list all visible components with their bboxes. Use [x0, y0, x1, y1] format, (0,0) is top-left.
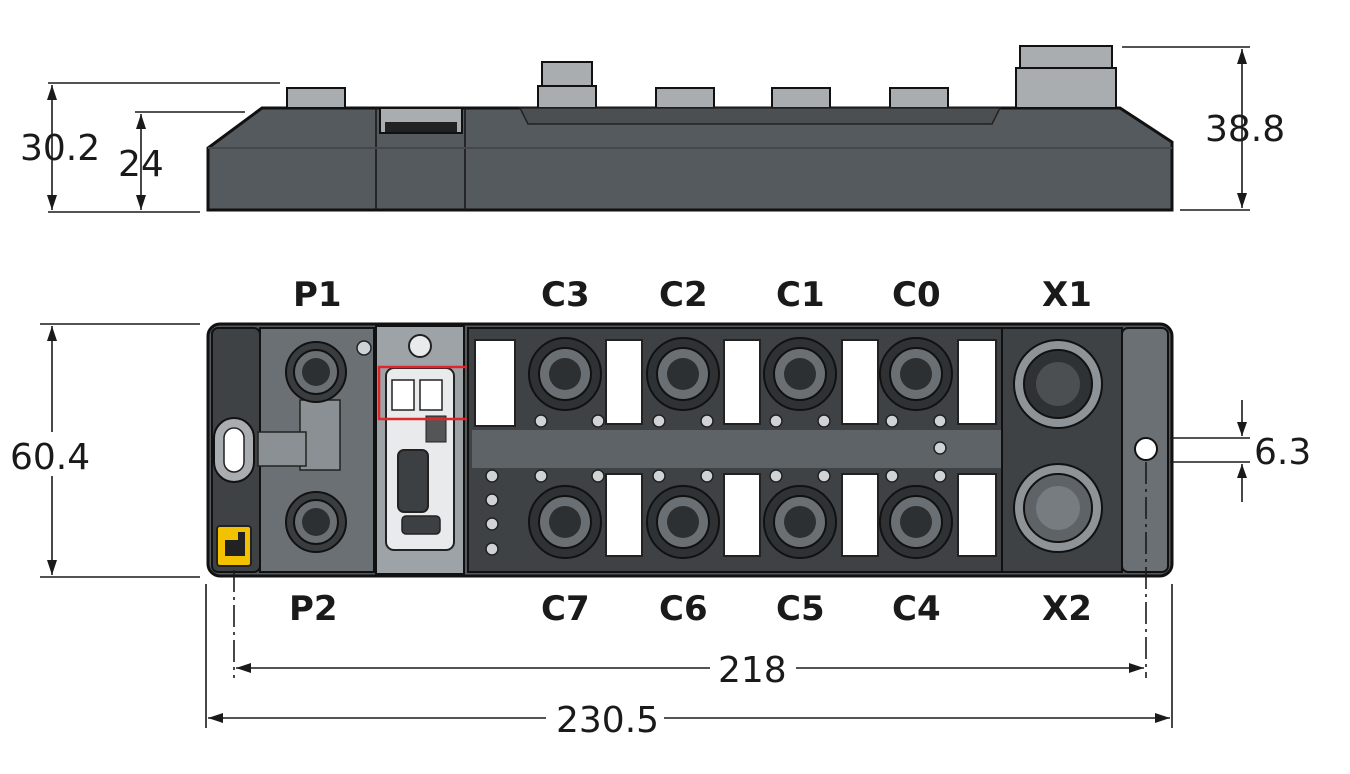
- dim-hole-spacing: 6.3: [1254, 432, 1311, 473]
- mounting-hole: [1134, 437, 1158, 461]
- port-label-c4: C4: [892, 589, 941, 629]
- dim-total-length: 230.5: [556, 700, 659, 741]
- port-label-x1: X1: [1042, 275, 1092, 315]
- dim-top-body-height: 24: [118, 144, 164, 185]
- side-view-c1-connector: [771, 87, 831, 109]
- c0-connector[interactable]: [879, 337, 953, 411]
- port-label-c7: C7: [541, 589, 590, 629]
- p2-connector[interactable]: [285, 491, 347, 553]
- c6-connector[interactable]: [646, 485, 720, 559]
- port-label-c6: C6: [659, 589, 708, 629]
- dim-mount-distance: 218: [718, 650, 787, 691]
- side-view-p1-connector: [286, 87, 346, 109]
- rotary-switch-1[interactable]: [391, 379, 415, 411]
- c4-connector[interactable]: [879, 485, 953, 559]
- c5-connector[interactable]: [763, 485, 837, 559]
- port-label-x2: X2: [1042, 589, 1092, 629]
- side-view-c3-connector: [541, 61, 593, 87]
- side-view: 30.2 24 38.8: [20, 45, 1285, 213]
- port-label-p2: P2: [289, 589, 338, 629]
- port-label-c0: C0: [892, 275, 941, 315]
- port-label-c2: C2: [659, 275, 708, 315]
- status-leds: [485, 414, 947, 556]
- c2-connector[interactable]: [646, 337, 720, 411]
- front-view: P1 C3 C2 C1 C0 X1 P2 C7 C6 C5 C4 X2 60.4…: [6, 275, 1311, 741]
- port-label-c3: C3: [541, 275, 590, 315]
- port-label-p1: P1: [293, 275, 342, 315]
- p1-connector[interactable]: [285, 341, 347, 403]
- c3-connector[interactable]: [528, 337, 602, 411]
- dim-top-max-height: 38.8: [1205, 109, 1285, 150]
- c1-connector[interactable]: [763, 337, 837, 411]
- side-view-c0-connector: [889, 87, 949, 109]
- dim-front-height: 60.4: [10, 437, 90, 478]
- x2-connector[interactable]: [1013, 463, 1103, 553]
- c7-connector[interactable]: [528, 485, 602, 559]
- side-view-x1-connector: [1019, 45, 1113, 69]
- rotary-switch-2[interactable]: [419, 379, 443, 411]
- port-label-c1: C1: [776, 275, 825, 315]
- dim-top-total-height: 30.2: [20, 128, 100, 169]
- side-view-c2-connector: [655, 87, 715, 109]
- port-label-c5: C5: [776, 589, 825, 629]
- x1-connector[interactable]: [1013, 339, 1103, 429]
